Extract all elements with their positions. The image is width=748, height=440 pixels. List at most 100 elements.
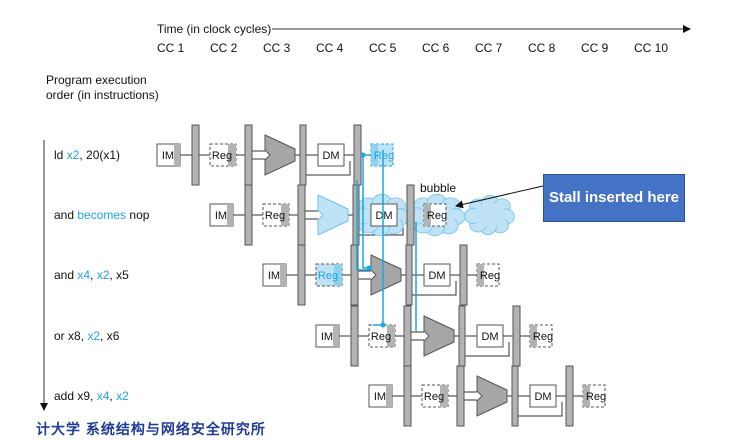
pipeline-register bbox=[456, 365, 465, 427]
instruction-token: becomes bbox=[77, 208, 127, 222]
reg-write-shade bbox=[477, 264, 484, 286]
bubble-cloud bbox=[464, 195, 515, 235]
instruction-label: and becomes nop bbox=[54, 208, 149, 222]
dm-stage bbox=[529, 384, 557, 408]
instruction-label: ld x2, 20(x1) bbox=[54, 148, 120, 162]
callout-arrow bbox=[455, 185, 544, 209]
instruction-token: x2 bbox=[96, 268, 110, 282]
forwarding-dot bbox=[380, 322, 386, 328]
im-label: IM bbox=[374, 391, 386, 403]
bubble-label: bubble bbox=[420, 181, 457, 195]
pipeline-register bbox=[511, 365, 519, 427]
instruction-token: or x8, bbox=[54, 329, 88, 343]
reg-label: Reg bbox=[480, 270, 500, 282]
reg-label: Reg bbox=[424, 391, 444, 403]
im-label: IM bbox=[162, 150, 174, 162]
dm-stage bbox=[476, 324, 504, 348]
instruction-token: and bbox=[54, 208, 78, 222]
execution-order-label: Program execution order (in instructions… bbox=[46, 73, 159, 102]
im-stage-shade bbox=[227, 204, 233, 226]
dm-label: DM bbox=[534, 391, 551, 403]
instruction-label: or x8, x2, x6 bbox=[54, 329, 119, 343]
cc-label: CC 2 bbox=[210, 41, 238, 55]
reg-write-shade bbox=[530, 325, 537, 347]
cc-label: CC 6 bbox=[422, 41, 450, 55]
instruction-token: x2 bbox=[87, 329, 101, 343]
pipeline-register bbox=[405, 244, 413, 306]
cc-label: CC 5 bbox=[369, 41, 397, 55]
pipeline-register bbox=[512, 305, 521, 367]
alu-stage bbox=[264, 134, 296, 176]
pipeline-register bbox=[403, 365, 412, 427]
im-label: IM bbox=[268, 270, 280, 282]
reg-read-shade bbox=[334, 264, 342, 286]
reg-label: Reg bbox=[212, 150, 232, 162]
instruction-token: , x5 bbox=[109, 268, 129, 282]
instruction-token: , x6 bbox=[100, 329, 120, 343]
stall-callout: Stall inserted here bbox=[543, 174, 685, 222]
instruction-token: , bbox=[90, 268, 97, 282]
reg-write-shade bbox=[371, 144, 378, 166]
instruction-token: and bbox=[54, 268, 78, 282]
pipeline-register bbox=[350, 244, 359, 306]
instruction-token: x2 bbox=[116, 389, 129, 403]
pipeline-register bbox=[350, 305, 359, 367]
reg-label: Reg bbox=[265, 210, 285, 222]
reg-label: Reg bbox=[533, 331, 553, 343]
reg-read-shade bbox=[281, 204, 289, 226]
im-label: IM bbox=[215, 210, 227, 222]
pipeline-register bbox=[458, 305, 466, 367]
bubble-cloud-core bbox=[474, 203, 506, 227]
pipeline-register bbox=[191, 124, 200, 186]
im-stage-shade bbox=[333, 325, 339, 347]
pipeline-register bbox=[244, 184, 253, 246]
cc-label: CC 1 bbox=[157, 41, 185, 55]
reg-write-shade bbox=[424, 204, 431, 226]
pipeline-register bbox=[352, 184, 360, 246]
im-stage-shade bbox=[386, 385, 392, 407]
time-axis-title: Time (in clock cycles) bbox=[157, 22, 272, 36]
alu-stage bbox=[476, 375, 508, 417]
cc-label: CC 3 bbox=[263, 41, 291, 55]
reg-label: Reg bbox=[318, 270, 338, 282]
reg-label: Reg bbox=[427, 210, 447, 222]
pipeline-register bbox=[353, 124, 362, 186]
dm-label: DM bbox=[428, 270, 445, 282]
pipeline-register bbox=[297, 184, 306, 246]
pipeline-row: IM Reg DM Reg bbox=[209, 184, 515, 246]
instruction-token: ld bbox=[54, 148, 67, 162]
pipeline-register bbox=[406, 184, 415, 246]
instruction-token: x2 bbox=[66, 148, 80, 162]
pipeline-row: IM Reg DM Reg bbox=[262, 244, 500, 306]
dm-stage bbox=[370, 203, 398, 227]
instruction-token: x4 bbox=[77, 268, 91, 282]
instruction-token: , 20(x1) bbox=[79, 148, 121, 162]
pipeline-register bbox=[297, 244, 306, 306]
reg-read-shade bbox=[387, 325, 395, 347]
im-label: IM bbox=[321, 331, 333, 343]
cc-label: CC 9 bbox=[581, 41, 609, 55]
cc-label: CC 8 bbox=[528, 41, 556, 55]
instruction-label: and x4, x2, x5 bbox=[54, 268, 129, 282]
alu-stage bbox=[317, 194, 349, 236]
dm-label: DM bbox=[322, 150, 339, 162]
instruction-label: add x9, x4, x2 bbox=[54, 389, 129, 403]
pipeline-register bbox=[403, 305, 412, 367]
instruction-token: add x9, bbox=[54, 389, 97, 403]
cc-label: CC 7 bbox=[475, 41, 503, 55]
reg-read-shade bbox=[440, 385, 448, 407]
dm-label: DM bbox=[481, 331, 498, 343]
im-stage-shade bbox=[280, 264, 286, 286]
im-stage-shade bbox=[174, 144, 180, 166]
pipeline-register bbox=[459, 244, 468, 306]
instruction-token: , bbox=[109, 389, 117, 403]
dm-label: DM bbox=[375, 210, 392, 222]
dm-stage bbox=[317, 143, 345, 167]
instruction-token: x4 bbox=[96, 389, 110, 403]
cc-label: CC 4 bbox=[316, 41, 344, 55]
